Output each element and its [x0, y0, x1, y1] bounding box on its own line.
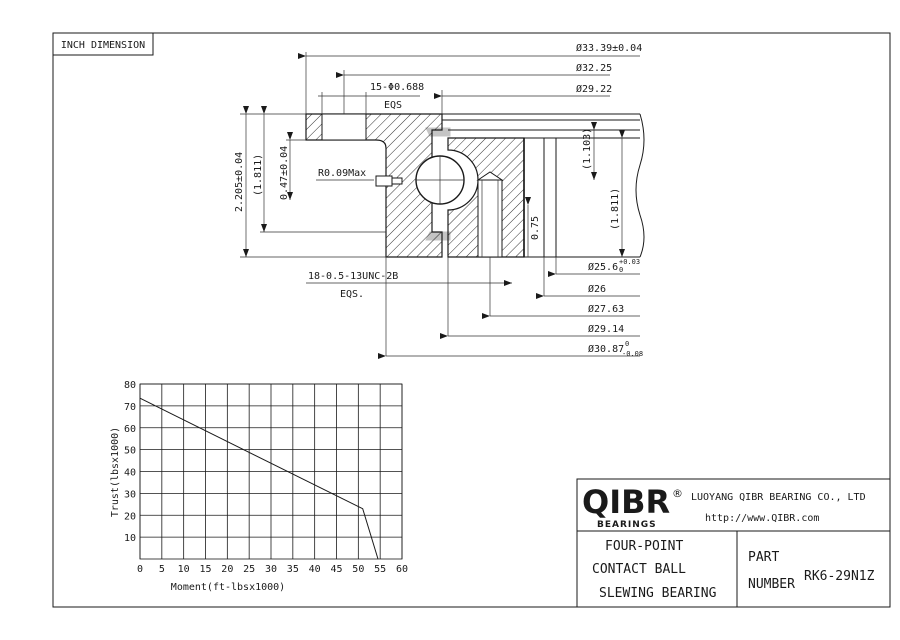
chart-grid: [139, 383, 403, 560]
bearing-section: [305, 113, 645, 258]
desc-line-1: FOUR-POINT: [605, 539, 683, 554]
y-tick-label: 20: [124, 511, 136, 522]
x-tick-label: 10: [178, 564, 190, 575]
thread-label: 18-0.5-13UNC-2B: [308, 271, 398, 282]
dim-id-sub: 0: [619, 266, 623, 274]
x-tick-label: 5: [159, 564, 165, 575]
radius-label: R0.09Max: [318, 168, 366, 179]
dim-2914: Ø29.14: [588, 323, 624, 335]
chart-ticks: 0 5 10 15 20 25 30 35 40 45 50 55 60 10 20 30 40 50 60 70 80: [124, 380, 408, 575]
x-tick-label: 25: [243, 564, 255, 575]
load-chart: 0 5 10 15 20 25 30 35 40 45 50 55 60 10 20 30 40 50 60 70 80…: [110, 380, 408, 593]
dim-26: Ø26: [588, 283, 606, 295]
load-curve: [139, 397, 379, 560]
dim-3087-sub: -0.08: [622, 350, 643, 358]
desc-line-3: SLEWING BEARING: [599, 586, 717, 601]
y-tick-label: 60: [124, 424, 136, 435]
part-label-2: NUMBER: [748, 577, 795, 592]
dim-3087-sup: 0: [625, 340, 629, 348]
part-number: RK6-29N1Z: [804, 569, 875, 584]
dim-2763: Ø27.63: [588, 303, 624, 315]
height-gap: 0.47±0.04: [279, 146, 290, 200]
height-total: 2.205±0.04: [234, 152, 245, 212]
registered-mark: ®: [672, 487, 683, 500]
y-tick-label: 10: [124, 533, 136, 544]
part-label-1: PART: [748, 550, 779, 565]
y-tick-label: 70: [124, 402, 136, 413]
y-tick-label: 50: [124, 446, 136, 457]
holes-sub: EQS: [384, 100, 402, 111]
left-dimensions: 2.205±0.04 (1.811) 0.47±0.04 R0.09Max: [234, 106, 386, 258]
x-tick-label: 40: [309, 564, 321, 575]
dim-id-sup: +0.03: [619, 258, 640, 266]
height-inner: (1.811): [253, 154, 264, 196]
company-url: http://www.QIBR.com: [705, 513, 819, 524]
x-tick-label: 15: [199, 564, 211, 575]
x-tick-label: 55: [374, 564, 386, 575]
chart-xlabel: Moment(ft-lbsx1000): [171, 582, 285, 593]
y-tick-label: 80: [124, 380, 136, 391]
chart-ylabel: Trust(lbsx1000): [110, 427, 121, 517]
x-tick-label: 30: [265, 564, 277, 575]
inch-dimension-box: [52, 32, 154, 56]
x-tick-label: 35: [287, 564, 299, 575]
x-tick-label: 0: [137, 564, 143, 575]
y-tick-label: 40: [124, 468, 136, 479]
desc-line-2: CONTACT BALL: [592, 562, 686, 577]
dim-3087-main: Ø30.87: [588, 343, 624, 355]
center-dim: 0.75: [530, 216, 541, 240]
x-tick-label: 60: [396, 564, 408, 575]
thread-sub: EQS.: [340, 289, 364, 300]
dim-pcd-outer: Ø32.25: [576, 62, 612, 74]
title-block: QIBR BEARINGS ® LUOYANG QIBR BEARING CO.…: [576, 478, 891, 608]
bottom-dimensions: Ø25.6 +0.03 0 Ø26 Ø27.63 Ø29.14 Ø30.87 0…: [306, 257, 643, 359]
y-tick-label: 30: [124, 489, 136, 500]
company-name: LUOYANG QIBR BEARING CO., LTD: [691, 492, 866, 503]
right-dimensions: (1.103) (1.811) 0.75: [525, 122, 625, 257]
dim-outer-id: Ø29.22: [576, 83, 612, 95]
dim-od-outer: Ø33.39±0.04: [576, 42, 642, 54]
x-tick-label: 50: [352, 564, 364, 575]
sheet-border: [52, 32, 891, 608]
threaded-hole: [477, 179, 503, 258]
mounting-hole: [321, 113, 367, 141]
holes-label: 15-Φ0.688: [370, 82, 424, 93]
inch-dimension-label: INCH DIMENSION: [61, 40, 145, 51]
dim-id-main: Ø25.6: [588, 261, 618, 273]
brand-sub: BEARINGS: [597, 520, 657, 530]
x-tick-label: 45: [330, 564, 342, 575]
right-small: (1.103): [582, 128, 593, 170]
right-height: (1.811): [610, 188, 621, 230]
top-dimensions: Ø33.39±0.04 Ø32.25 Ø29.22 15-Φ0.688 EQS: [298, 42, 642, 114]
brand-logo: QIBR: [582, 483, 670, 521]
x-tick-label: 20: [221, 564, 233, 575]
